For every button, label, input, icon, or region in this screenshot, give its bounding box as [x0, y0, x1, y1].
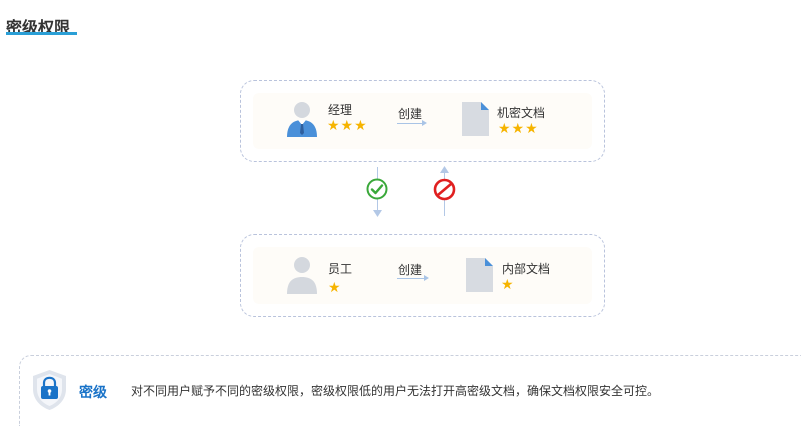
- manager-create-arrow: [397, 120, 427, 126]
- manager-label: 经理: [328, 103, 353, 117]
- forbidden-icon: [433, 178, 456, 201]
- internal-document-stars: ★: [501, 277, 515, 293]
- note-title: 密级: [79, 385, 107, 401]
- up-arrowhead-icon: [440, 166, 449, 173]
- note-text: 对不同用户赋予不同的密级权限，密级权限低的用户无法打开高密级文档，确保文档权限安…: [131, 384, 660, 398]
- confidential-document-icon: [462, 102, 489, 136]
- confidential-document-label: 机密文档: [497, 106, 546, 120]
- employee-create-label: 创建: [398, 263, 423, 277]
- manager-stars: ★★★: [327, 118, 368, 134]
- employee-box: [240, 234, 605, 317]
- down-arrowhead-icon: [373, 210, 382, 217]
- note-box: [19, 355, 801, 426]
- confidential-document-stars: ★★★: [498, 121, 539, 137]
- internal-document-label: 内部文档: [502, 262, 551, 276]
- manager-avatar-icon: [287, 102, 317, 137]
- employee-label: 员工: [328, 262, 353, 276]
- title-underline: [6, 32, 77, 35]
- allowed-check-icon: [366, 178, 388, 200]
- internal-document-icon: [466, 258, 493, 292]
- manager-create-label: 创建: [398, 107, 423, 121]
- security-shield-icon: [33, 370, 66, 410]
- employee-create-arrow: [397, 275, 429, 281]
- employee-stars: ★: [328, 280, 342, 296]
- employee-avatar-icon: [287, 257, 317, 294]
- employee-box-inner: [253, 247, 592, 304]
